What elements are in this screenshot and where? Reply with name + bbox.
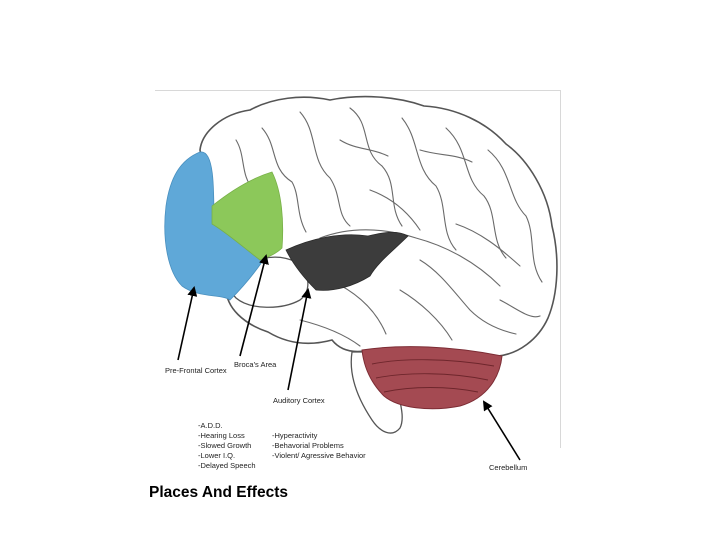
effect-item: -Hyperactivity — [272, 431, 318, 440]
brocas-area-label: Broca's Area — [234, 360, 277, 369]
slide-title: Places And Effects — [149, 484, 288, 501]
pointer-arrows — [177, 254, 521, 461]
effects-list-right: -Hyperactivity-Behavorial Problems-Viole… — [272, 431, 366, 461]
effect-item: -Slowed Growth — [198, 441, 252, 450]
effect-item: -Lower I.Q. — [198, 451, 236, 460]
cerebellum-folia — [371, 359, 495, 393]
effect-item: -Behavorial Problems — [272, 441, 344, 450]
cerebellum-label: Cerebellum — [489, 463, 528, 472]
prefrontal-arrow — [177, 286, 198, 361]
figure-frame — [155, 90, 561, 448]
auditory-cortex-region — [285, 231, 409, 291]
auditory-arrow — [287, 288, 312, 391]
effect-item: -A.D.D. — [198, 421, 223, 430]
prefrontal-cortex-label: Pre-Frontal Cortex — [165, 366, 227, 375]
broca-arrow — [239, 254, 269, 357]
broca-region — [211, 171, 284, 261]
auditory-cortex-label: Auditory Cortex — [273, 396, 325, 405]
effect-item: -Violent/ Agressive Behavior — [272, 451, 366, 460]
cerebellum-arrow — [482, 400, 521, 461]
effects-list-left: -A.D.D.-Hearing Loss-Slowed Growth-Lower… — [198, 421, 256, 471]
effect-item: -Delayed Speech — [198, 461, 256, 470]
effect-item: -Hearing Loss — [198, 431, 245, 440]
gyri-lines — [235, 107, 543, 347]
